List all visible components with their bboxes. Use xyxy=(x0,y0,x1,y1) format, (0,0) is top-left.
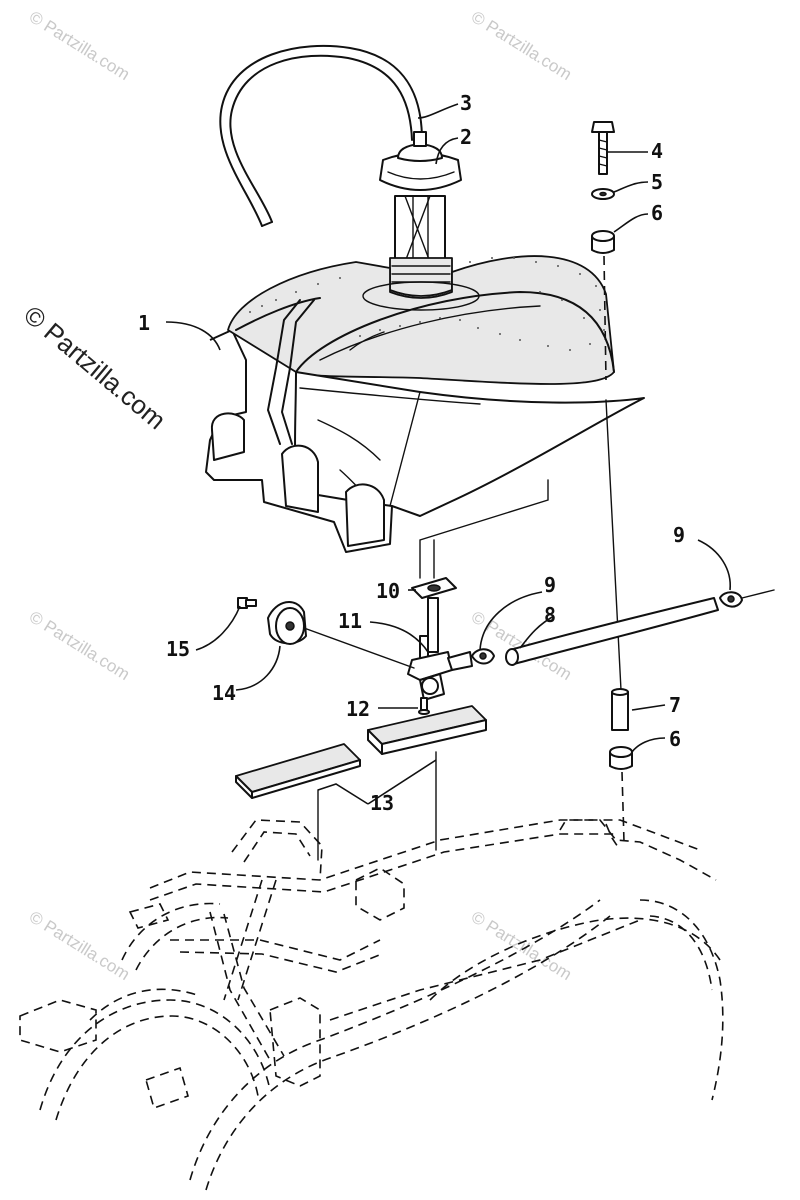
callout-6: 6 xyxy=(651,201,663,225)
callout-14: 14 xyxy=(212,681,236,705)
callout-11: 11 xyxy=(338,609,362,633)
hose-clamp-right xyxy=(719,591,743,608)
watermark-small: © Partzilla.com xyxy=(468,7,575,84)
foam-pad-left xyxy=(235,743,361,799)
callout-2: 2 xyxy=(460,125,472,149)
spacer xyxy=(611,688,629,731)
bolt-centerline xyxy=(603,255,607,381)
callout-3: 3 xyxy=(460,91,472,115)
washer xyxy=(591,188,615,200)
watermark-small: © Partzilla.com xyxy=(26,607,133,684)
hose-continuation xyxy=(741,589,775,599)
callout-4: 4 xyxy=(651,139,663,163)
leader-lines xyxy=(165,103,731,805)
knob-centerline xyxy=(303,627,415,669)
watermark-small: © Partzilla.com xyxy=(26,907,133,984)
fuel-valve xyxy=(407,597,473,701)
callout-10: 10 xyxy=(376,579,400,603)
grommet-centerline xyxy=(621,771,625,843)
watermark-small: © Partzilla.com xyxy=(26,7,133,84)
grommet-lower xyxy=(609,746,633,770)
knob-screw xyxy=(237,597,257,609)
tank-outlet-guide xyxy=(419,479,549,579)
fuel-tank xyxy=(205,255,645,553)
bolt xyxy=(591,121,615,175)
callout-7: 7 xyxy=(669,693,681,717)
callout-9: 9 xyxy=(544,573,556,597)
callout-12: 12 xyxy=(346,697,370,721)
callout-8: 8 xyxy=(544,603,556,627)
grommet-upper xyxy=(591,230,615,254)
valve-knob xyxy=(267,601,307,645)
callout-15: 15 xyxy=(166,637,190,661)
mount-centerline xyxy=(605,399,622,691)
fuel-hose xyxy=(505,597,719,666)
callout-5: 5 xyxy=(651,170,663,194)
callout-9: 9 xyxy=(673,523,685,547)
callout-13: 13 xyxy=(370,791,394,815)
callout-6: 6 xyxy=(669,727,681,751)
atv-frame xyxy=(19,819,724,1191)
watermark-small: © Partzilla.com xyxy=(468,907,575,984)
foam-pad-right xyxy=(367,705,487,755)
valve-screw xyxy=(418,697,430,715)
vent-hose xyxy=(219,44,423,227)
hose-clamp-left xyxy=(471,648,495,665)
tank-shading xyxy=(249,257,605,351)
callout-1: 1 xyxy=(138,311,150,335)
fuel-cap xyxy=(379,131,462,297)
callouts: 1 2 3 4 5 6 6 7 8 9 9 10 11 12 13 14 15 xyxy=(138,91,685,815)
gasket xyxy=(411,577,457,599)
